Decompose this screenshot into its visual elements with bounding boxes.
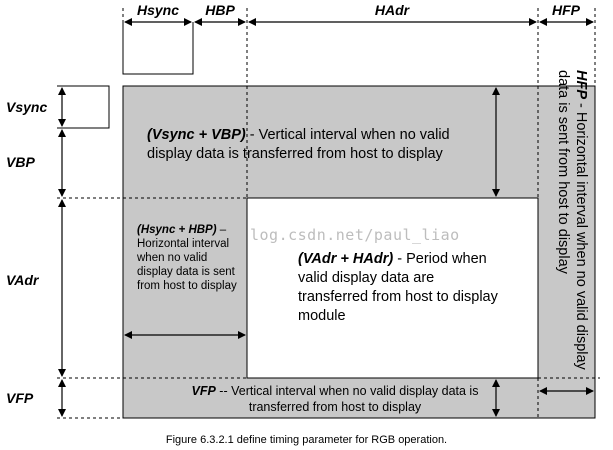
vfp-label: VFP: [6, 390, 34, 406]
vsync-vbp-text: - Vertical interval when no valid displa…: [147, 127, 450, 162]
hsync-pulse: [122, 22, 194, 75]
vsync-label: Vsync: [6, 99, 47, 115]
hfp-term: HFP: [573, 70, 589, 99]
hfp-label: HFP: [552, 2, 581, 18]
vbp-label: VBP: [6, 154, 35, 170]
watermark: log.csdn.net/paul_liao: [250, 226, 460, 244]
hsync-hbp-term: (Hsync + HBP): [137, 224, 217, 236]
vfp-description: VFP -- Vertical interval when no valid d…: [185, 383, 485, 415]
vfp-text: -- Vertical interval when no valid displ…: [215, 384, 479, 414]
figure-caption: Figure 6.3.2.1 define timing parameter f…: [165, 434, 448, 446]
active-text: - Period when valid display data are tra…: [298, 251, 498, 324]
active-term: (VAdr + HAdr): [298, 251, 394, 267]
vadr-label: VAdr: [6, 272, 40, 288]
hsync-hbp-description: (Hsync + HBP) – Horizontal interval when…: [137, 223, 239, 293]
guide-lines: [57, 8, 600, 419]
vsync-pulse: [57, 85, 110, 129]
interior-arrows: [124, 87, 594, 417]
vsync-vbp-description: (Vsync + VBP) - Vertical interval when n…: [147, 126, 487, 164]
vsync-vbp-term: (Vsync + VBP): [147, 127, 246, 143]
vfp-term: VFP: [191, 384, 216, 398]
hfp-text: - Horizontal interval when no valid disp…: [555, 70, 589, 370]
active-description: (VAdr + HAdr) - Period when valid displa…: [298, 250, 498, 326]
hbp-label: HBP: [205, 2, 235, 18]
hfp-description: HFP - Horizontal interval when no valid …: [554, 70, 590, 380]
hsync-label: Hsync: [137, 2, 179, 18]
active-area: [246, 197, 539, 379]
hsync-hbp-text: – Horizontal interval when no valid disp…: [137, 224, 237, 292]
hadr-label: HAdr: [375, 2, 411, 18]
